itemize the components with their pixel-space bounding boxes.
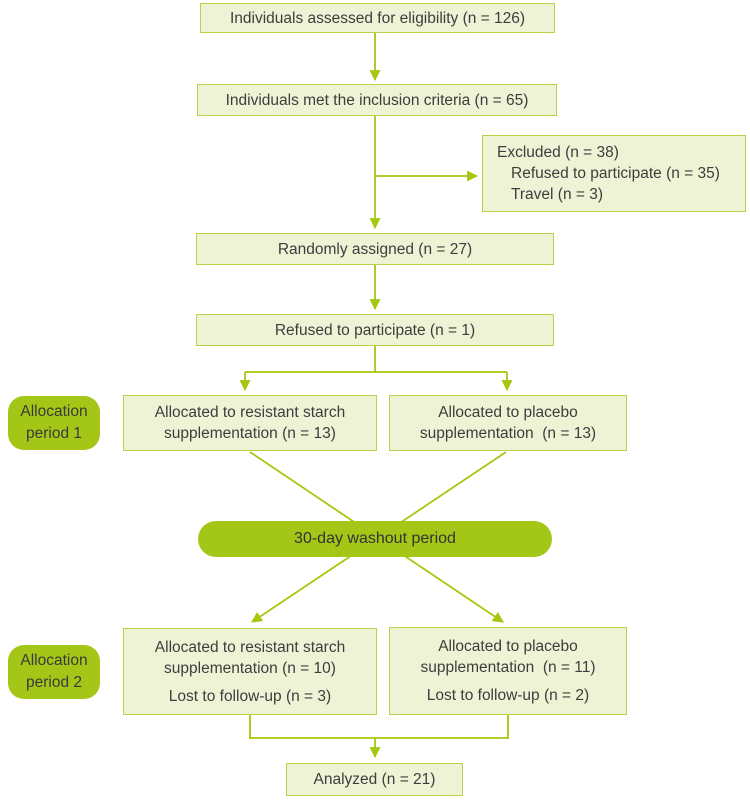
node-text: supplementation (n = 13) [419, 425, 597, 442]
node-text: Allocated to resistant starch [154, 404, 346, 421]
label-allocation-period-1: Allocation period 1 [8, 396, 100, 450]
node-text: Individuals assessed for eligibility (n … [229, 9, 526, 27]
node-text: Allocated to resistant starch [154, 638, 346, 656]
node-text: Excluded (n = 38) [497, 144, 619, 161]
node-text: 30-day washout period [294, 530, 456, 547]
node-alloc1-placebo: Allocated to placebo supplementation (n … [389, 395, 627, 451]
node-text: Randomly assigned (n = 27) [277, 240, 473, 258]
node-refused: Refused to participate (n = 1) [196, 314, 554, 346]
node-text: Lost to follow-up (n = 3) [168, 687, 332, 705]
node-washout: 30-day washout period [198, 521, 552, 557]
label-text: Allocation [20, 652, 88, 669]
node-text: supplementation (n = 11) [420, 659, 596, 676]
node-text: Refused to participate (n = 35) [511, 165, 720, 182]
node-text: Travel (n = 3) [511, 186, 604, 203]
node-text: Lost to follow-up (n = 2) [426, 687, 590, 704]
node-excluded: Excluded (n = 38) Refused to participate… [482, 135, 746, 212]
node-text: supplementation (n = 13) [164, 425, 336, 442]
node-alloc1-starch: Allocated to resistant starch supplement… [123, 395, 377, 451]
node-text: Allocated to placebo [438, 404, 578, 421]
node-eligibility: Individuals assessed for eligibility (n … [200, 3, 555, 33]
label-text: period 1 [25, 425, 82, 442]
node-text: Analyzed (n = 21) [313, 771, 436, 788]
node-inclusion: Individuals met the inclusion criteria (… [197, 84, 557, 116]
node-text: Individuals met the inclusion criteria (… [225, 91, 529, 109]
node-analyzed: Analyzed (n = 21) [286, 763, 463, 796]
label-allocation-period-2: Allocation period 2 [8, 645, 100, 699]
label-text: period 2 [25, 674, 82, 691]
label-text: Allocation [20, 403, 88, 420]
node-alloc2-starch: Allocated to resistant starch supplement… [123, 628, 377, 715]
node-text: supplementation (n = 10) [164, 659, 336, 677]
node-alloc2-placebo: Allocated to placebo supplementation (n … [389, 627, 627, 715]
node-text: Refused to participate (n = 1) [274, 321, 476, 339]
node-randomized: Randomly assigned (n = 27) [196, 233, 554, 265]
node-text: Allocated to placebo [438, 638, 578, 655]
